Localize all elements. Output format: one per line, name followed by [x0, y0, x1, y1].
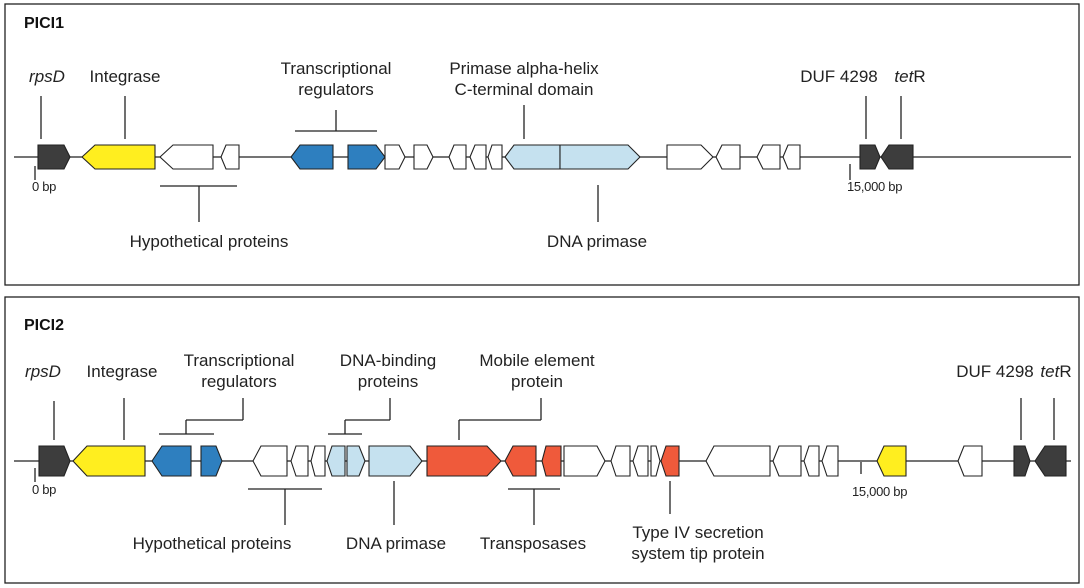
regulators-label-line2: regulators: [201, 372, 277, 391]
gene-hypothetical: [782, 144, 801, 170]
transposases-label: Transposases: [480, 534, 586, 553]
gene-duf4298: [1013, 445, 1031, 477]
gene-dna-primase: [368, 445, 423, 477]
rpsd-label: rpsD: [25, 362, 61, 381]
end-bp-label: 15,000 bp: [852, 484, 907, 499]
type-iv-label-line1: Type IV secretion: [632, 523, 763, 542]
pici2-title: PICI2: [24, 317, 64, 334]
regulators-label-line2: regulators: [298, 80, 374, 99]
dna-primase-label: DNA primase: [547, 232, 647, 251]
start-bp-label: 0 bp: [32, 482, 56, 497]
gene-hypothetical: [448, 144, 467, 170]
pici1-panel: PICI1 0 bp 15,000 bp rpsD Integrase: [4, 3, 1080, 286]
gene-integrase: [72, 445, 146, 477]
gene-tetr: [880, 144, 914, 170]
end-bp-label: 15,000 bp: [847, 179, 902, 194]
pici2-frame: [4, 296, 1080, 584]
tetr-label-italic: tet: [1040, 362, 1060, 381]
type-iv-label-line2: system tip protein: [631, 544, 764, 563]
dna-binding-label-line1: DNA-binding: [340, 351, 436, 370]
gene-hypothetical: [487, 144, 503, 170]
integrase-label: Integrase: [90, 67, 161, 86]
duf-label-text: DUF 4298: [956, 362, 1033, 381]
pici2-panel: PICI2 0 bp 15,000 bp: [4, 296, 1080, 584]
gene-hypothetical: [772, 445, 802, 477]
gene-tetr: [1034, 445, 1067, 477]
gene-hypothetical: [756, 144, 781, 170]
pici1-frame: [4, 3, 1080, 286]
duf-label-text: DUF 4298: [800, 67, 877, 86]
gene-hypothetical: [252, 445, 288, 477]
gene-hypothetical: [413, 144, 434, 170]
gene-hypothetical: [715, 144, 741, 170]
gene-dna-primase: [559, 144, 641, 170]
gene-hypothetical: [310, 445, 326, 477]
gene-hypothetical: [803, 445, 820, 477]
gene-regulator: [290, 144, 334, 170]
gene-hypothetical: [650, 445, 661, 477]
pici1-title: PICI1: [24, 15, 64, 32]
rpsd-label: rpsD: [29, 67, 65, 86]
primase-helix-label-line1: Primase alpha-helix: [449, 59, 599, 78]
gene-hypothetical: [290, 445, 309, 477]
gene-type-iv-tip: [660, 445, 680, 477]
duf-label: DUF 4298: [956, 362, 1033, 381]
gene-hypothetical: [666, 144, 714, 170]
gene-rpsd: [38, 445, 71, 477]
dna-primase-label: DNA primase: [346, 534, 446, 553]
dna-binding-label-line2: proteins: [358, 372, 418, 391]
gene-hypothetical: [159, 144, 214, 170]
gene-transposase: [504, 445, 537, 477]
gene-hypothetical: [384, 144, 406, 170]
gene-dna-binding: [326, 445, 346, 477]
gene-hypothetical: [821, 445, 839, 477]
regulators-label-line1: Transcriptional: [184, 351, 295, 370]
gene-regulator: [347, 144, 386, 170]
start-bp-label: 0 bp: [32, 179, 56, 194]
gene-hypothetical: [610, 445, 631, 477]
gene-hypothetical: [957, 445, 983, 477]
gene-regulator: [151, 445, 192, 477]
hypothetical-label: Hypothetical proteins: [133, 534, 292, 553]
gene-integrase: [81, 144, 156, 170]
gene-rpsd: [37, 144, 71, 170]
gene-hypothetical: [220, 144, 240, 170]
gene-yellow: [876, 445, 907, 477]
tetr-label: tetR: [1040, 362, 1071, 381]
primase-helix-label-line2: C-terminal domain: [455, 80, 594, 99]
gene-duf4298: [859, 144, 881, 170]
mobile-element-label-line1: Mobile element: [479, 351, 595, 370]
gene-hypothetical: [563, 445, 606, 477]
gene-regulator: [200, 445, 223, 477]
gene-dna-binding: [346, 445, 366, 477]
tetr-label-italic: tet: [894, 67, 914, 86]
regulators-label-line1: Transcriptional: [281, 59, 392, 78]
mobile-element-label-line2: protein: [511, 372, 563, 391]
tetr-label: tetR: [894, 67, 925, 86]
duf-label: DUF 4298: [800, 67, 877, 86]
gene-hypothetical: [469, 144, 487, 170]
gene-primase-helix: [504, 144, 561, 170]
gene-hypothetical: [632, 445, 649, 477]
gene-hypothetical: [705, 445, 771, 477]
hypothetical-label: Hypothetical proteins: [130, 232, 289, 251]
tetr-label-roman: R: [1059, 362, 1071, 381]
integrase-label: Integrase: [87, 362, 158, 381]
gene-transposase: [541, 445, 562, 477]
gene-mobile-element: [426, 445, 502, 477]
tetr-label-roman: R: [913, 67, 925, 86]
